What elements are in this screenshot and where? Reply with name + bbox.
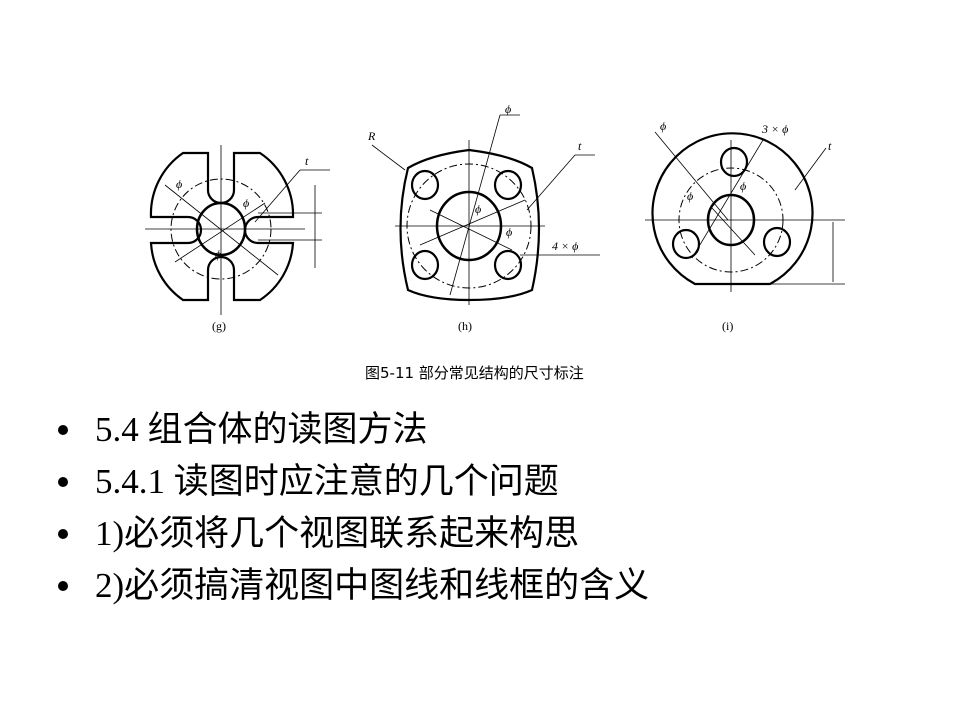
bullet-icon [58, 425, 68, 435]
label-t: t [578, 139, 582, 153]
caption-i: (i) [722, 319, 733, 333]
label-phi: ϕ [660, 119, 666, 133]
bullet-item: 1)必须将几个视图联系起来构思 [58, 508, 649, 560]
label-phi: ϕ [475, 202, 481, 216]
label-phi: ϕ [740, 179, 746, 193]
bullet-text: 5.4 组合体的读图方法 [95, 410, 428, 449]
dimension-figures: t ϕ ϕ ϕ (g) R ϕ t ϕ ϕ 4 × ϕ (h) [145, 102, 845, 333]
bullet-item: 5.4 组合体的读图方法 [58, 404, 649, 456]
label-t: t [828, 139, 832, 153]
label-phi: ϕ [176, 177, 182, 191]
figure-h: R ϕ t ϕ ϕ 4 × ϕ (h) [367, 102, 600, 333]
bullet-text: 5.4.1 读图时应注意的几个问题 [95, 462, 559, 501]
caption-h: (h) [458, 319, 472, 333]
label-phi: ϕ [243, 196, 249, 210]
bullet-text: 2)必须搞清视图中图线和线框的含义 [95, 566, 650, 605]
bullet-icon [58, 529, 68, 539]
bullet-text: 1)必须将几个视图联系起来构思 [95, 514, 580, 553]
label-4x-phi: 4 × ϕ [552, 239, 578, 253]
label-phi: ϕ [505, 102, 511, 116]
label-phi: ϕ [215, 247, 221, 261]
bullet-item: 2)必须搞清视图中图线和线框的含义 [58, 560, 649, 612]
bullet-item: 5.4.1 读图时应注意的几个问题 [58, 456, 649, 508]
label-t: t [305, 154, 309, 168]
bullet-list: 5.4 组合体的读图方法 5.4.1 读图时应注意的几个问题 1)必须将几个视图… [58, 404, 649, 612]
label-phi: ϕ [687, 189, 693, 203]
label-phi: ϕ [506, 225, 512, 239]
caption-g: (g) [212, 319, 226, 333]
figure-title: 图5-11 部分常见结构的尺寸标注 [365, 364, 584, 382]
bullet-icon [58, 477, 68, 487]
bullet-icon [58, 581, 68, 591]
figure-i: ϕ 3 × ϕ t ϕ ϕ (i) [645, 119, 845, 333]
label-3x-phi: 3 × ϕ [761, 122, 788, 136]
figure-g: t ϕ ϕ ϕ (g) [145, 145, 330, 333]
label-r: R [367, 129, 376, 143]
